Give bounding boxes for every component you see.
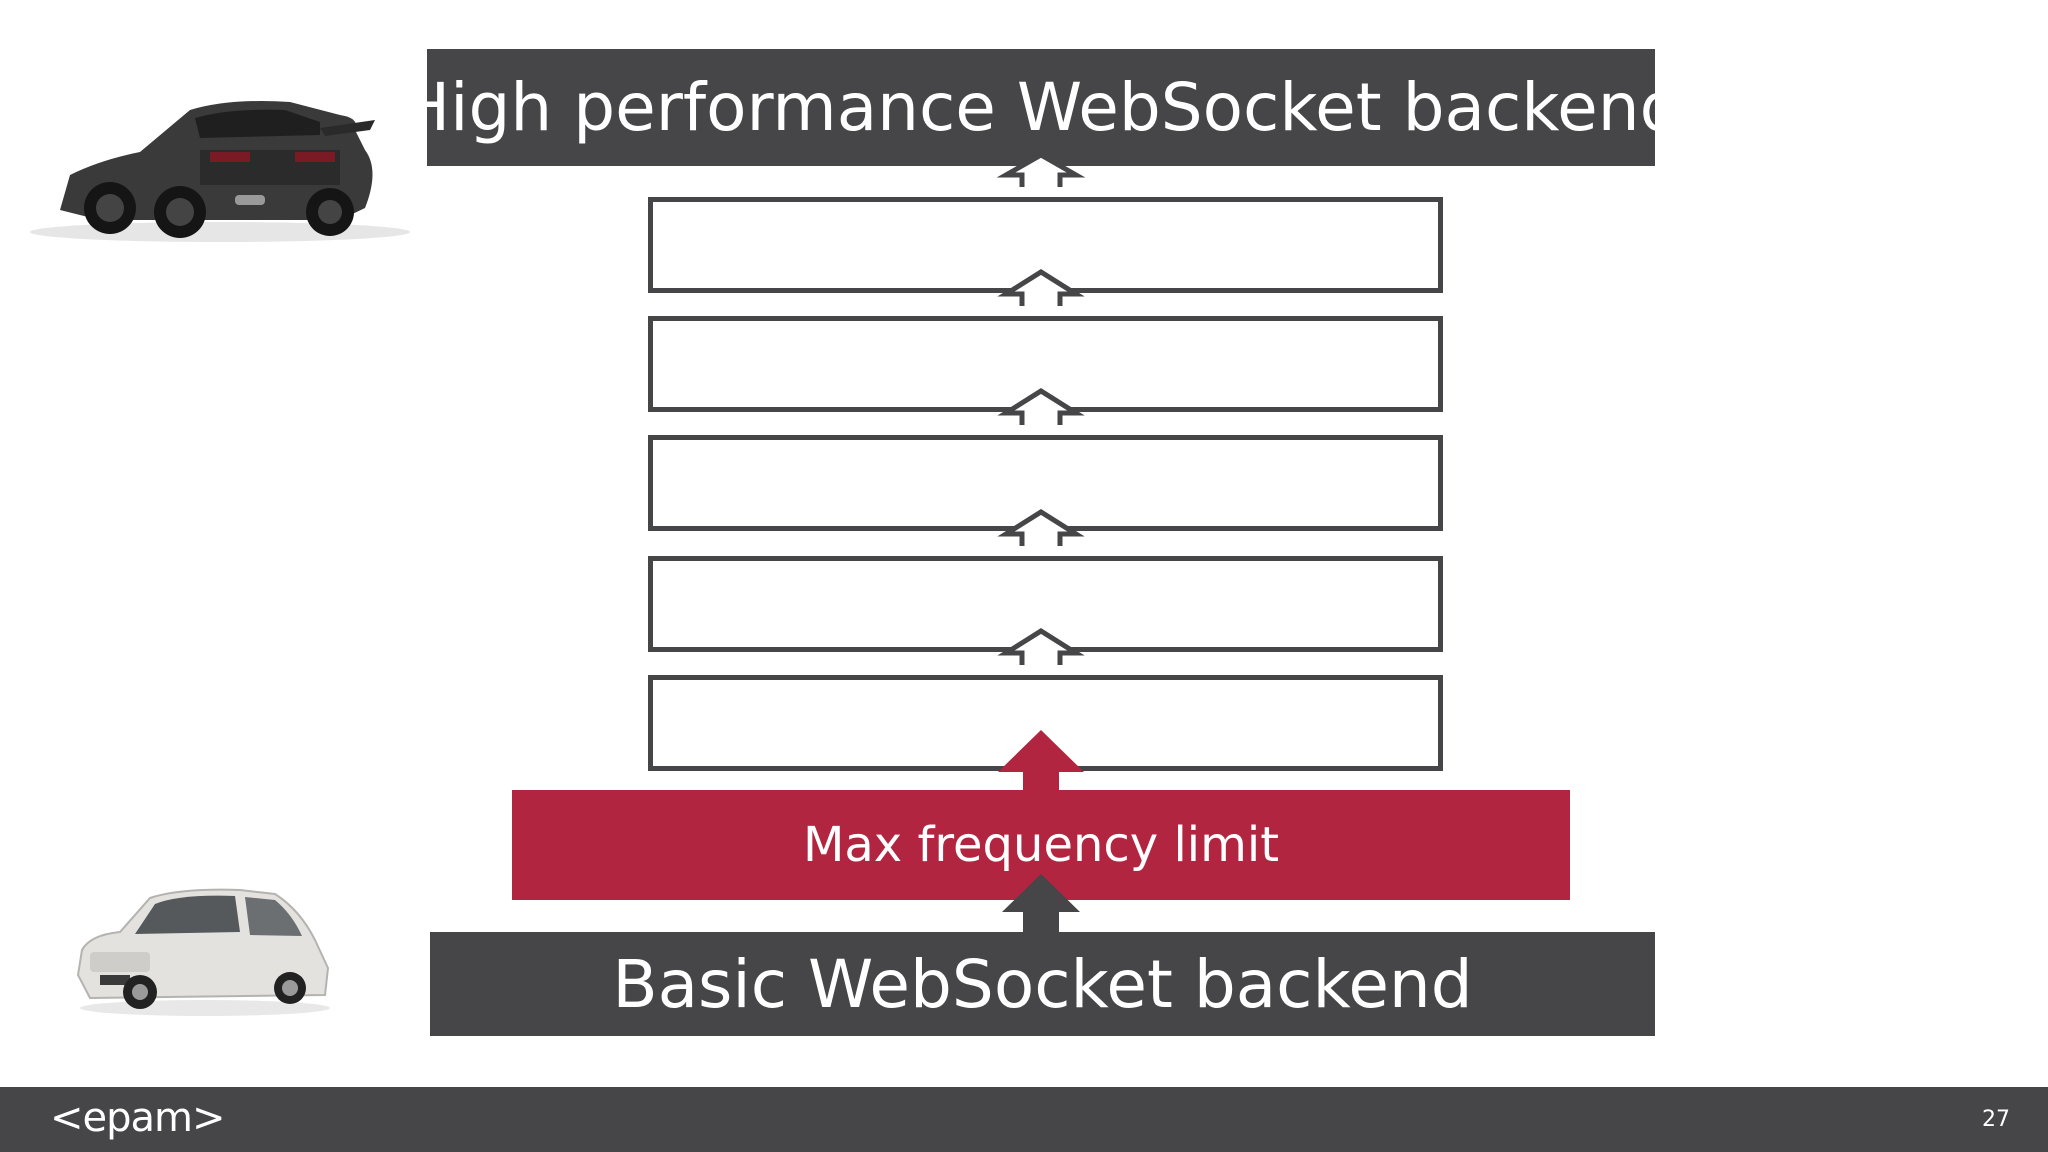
layer-box-4: [648, 316, 1443, 412]
layer-box-3: [648, 435, 1443, 531]
max-frequency-limit-box: Max frequency limit: [512, 790, 1570, 900]
page-number: 27: [1982, 1107, 2010, 1132]
max-frequency-limit-label: Max frequency limit: [802, 817, 1280, 873]
basic-backend-label: Basic WebSocket backend: [612, 945, 1473, 1023]
epam-logo: <epam>: [50, 1095, 226, 1141]
footer-bar: <epam> 27: [0, 1087, 2048, 1152]
basic-backend-box: Basic WebSocket backend: [430, 932, 1655, 1036]
layer-box-5: [648, 197, 1443, 293]
sports-car-image: [30, 101, 410, 242]
high-performance-backend-label: High performance WebSocket backend: [400, 69, 1682, 146]
layer-box-2: [648, 556, 1443, 652]
compact-car-image: [76, 888, 330, 1016]
layer-box-1: [648, 675, 1443, 771]
high-performance-backend-box: High performance WebSocket backend: [401, 49, 1681, 166]
